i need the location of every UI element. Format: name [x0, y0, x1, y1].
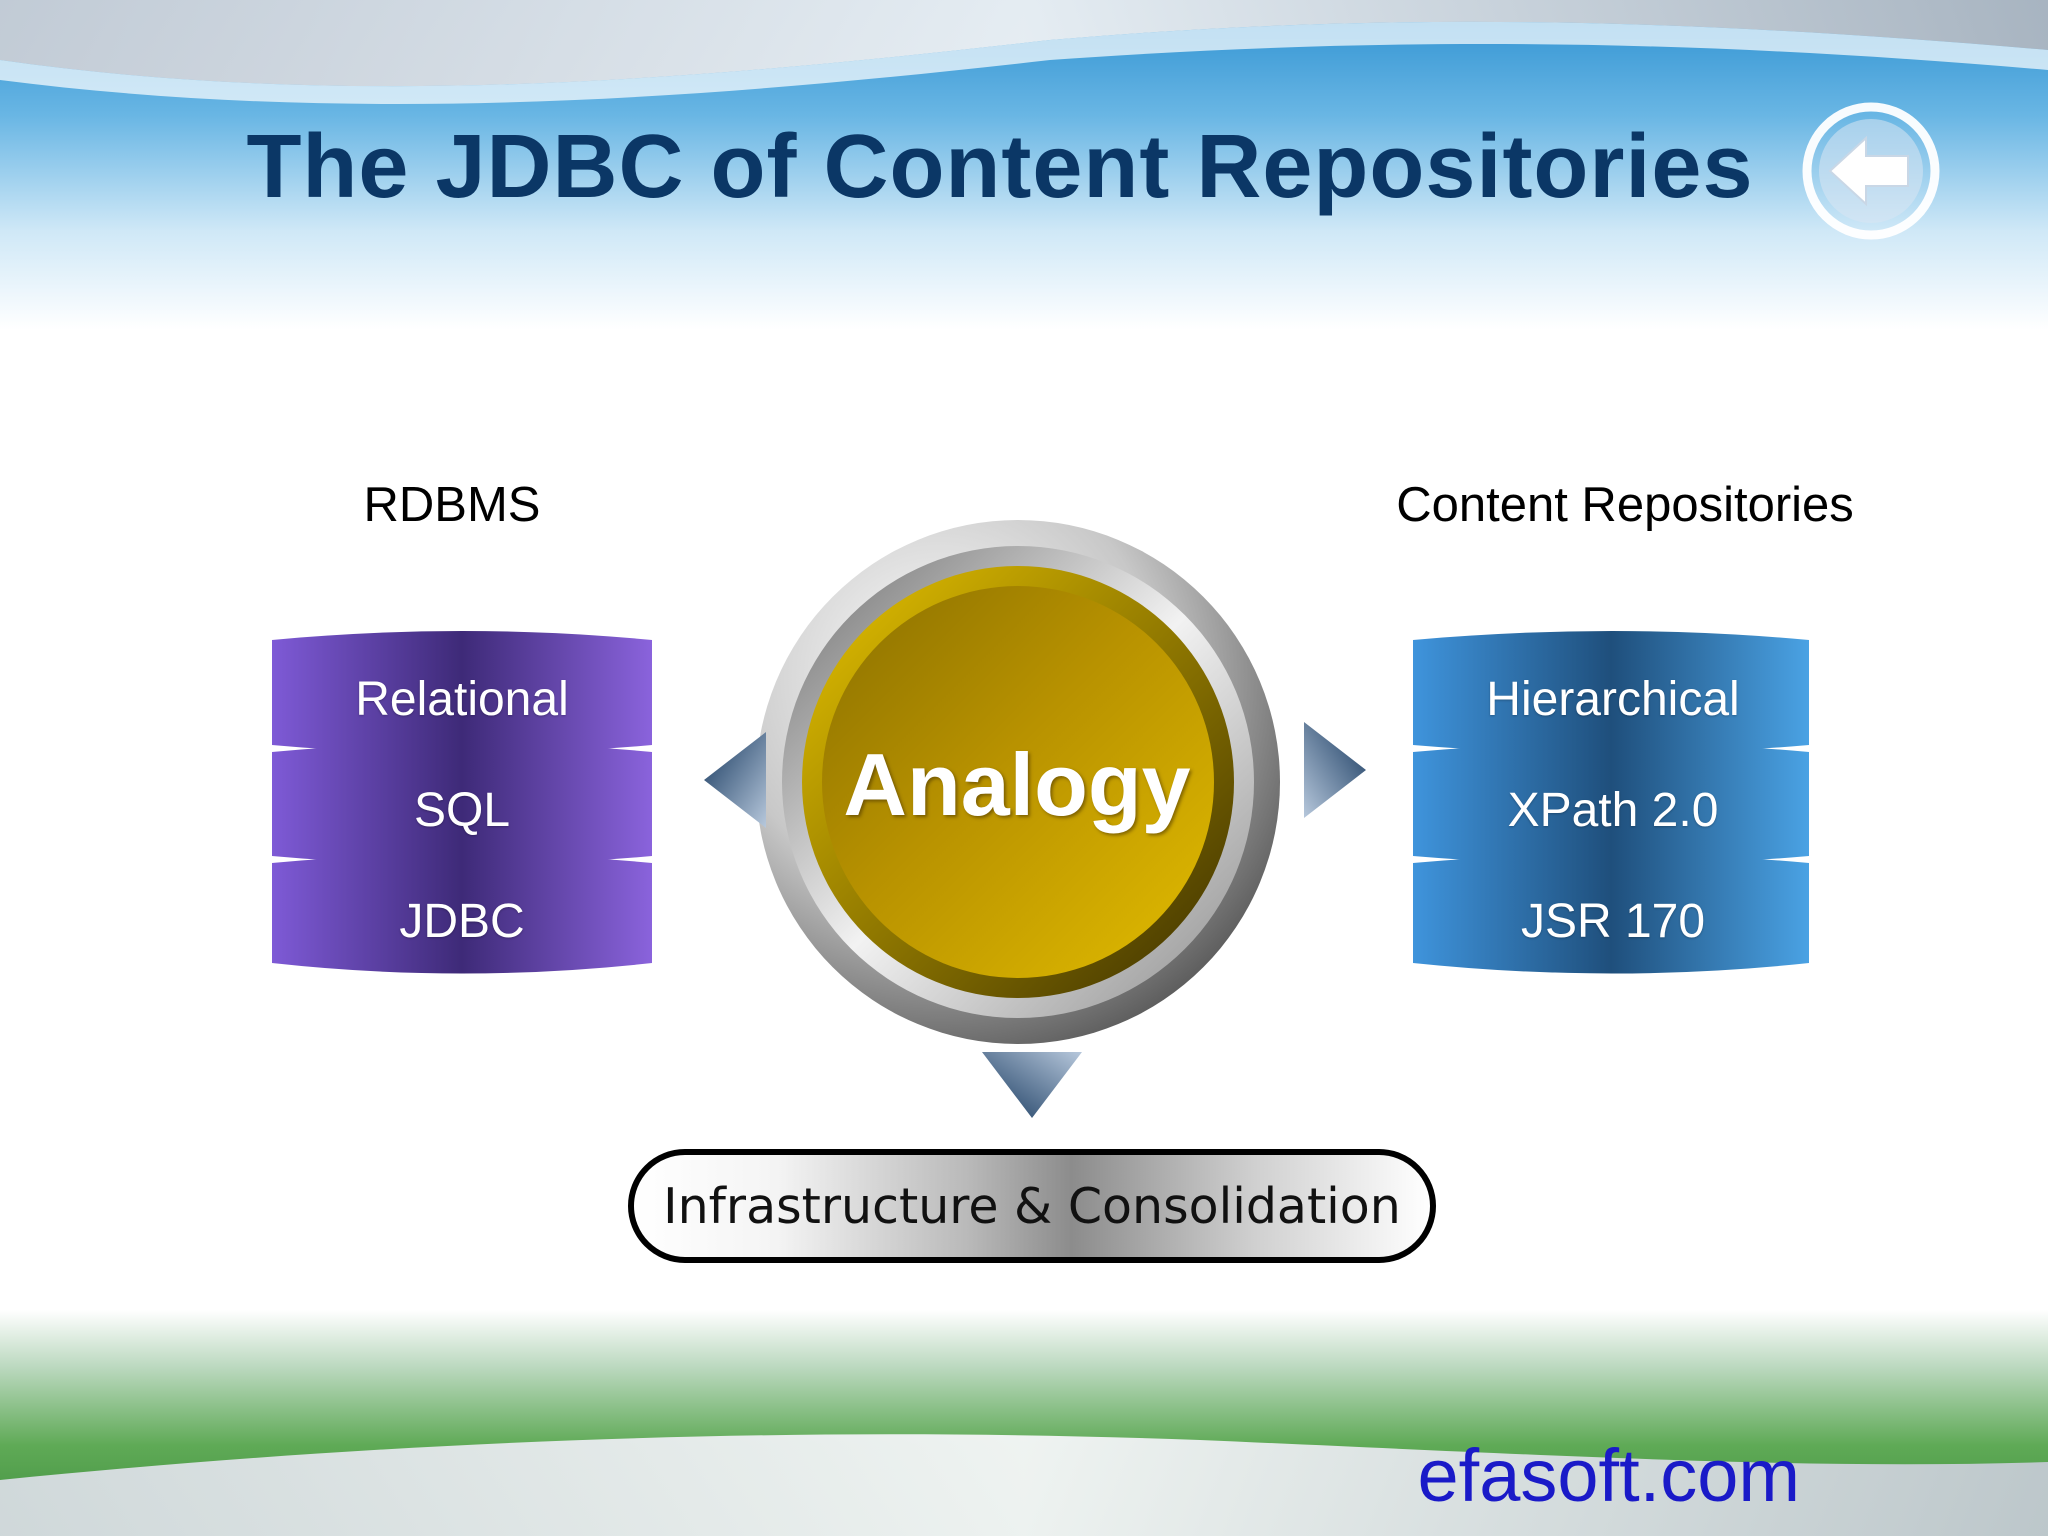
footer-site-link[interactable]: efasoft.com — [1417, 1434, 1800, 1517]
back-button[interactable] — [1800, 100, 1942, 242]
arrow-left-circle-icon — [1802, 102, 1940, 240]
analogy-label: Analogy — [843, 735, 1191, 834]
cr-row-jsr170: JSR 170 — [1520, 895, 1706, 948]
infrastructure-consolidation-box: Infrastructure & Consolidation — [628, 1149, 1436, 1263]
infrastructure-consolidation-label: Infrastructure & Consolidation — [663, 1177, 1401, 1235]
content-repository-database — [1413, 631, 1809, 974]
analogy-circle — [756, 520, 1280, 1044]
slide-title: The JDBC of Content Repositories — [246, 117, 1754, 217]
cr-row-hierarchical: Hierarchical — [1486, 673, 1740, 726]
rdbms-row-relational: Relational — [355, 673, 569, 726]
rdbms-label: RDBMS — [363, 478, 541, 532]
rdbms-row-jdbc: JDBC — [399, 895, 525, 948]
content-repositories-label: Content Repositories — [1396, 478, 1854, 532]
down-arrow-icon — [982, 1052, 1082, 1118]
cr-row-xpath: XPath 2.0 — [1507, 784, 1719, 837]
rdbms-row-sql: SQL — [413, 784, 511, 837]
right-arrow-icon — [1304, 722, 1366, 818]
rdbms-database — [272, 631, 652, 974]
left-arrow-icon — [704, 732, 766, 828]
